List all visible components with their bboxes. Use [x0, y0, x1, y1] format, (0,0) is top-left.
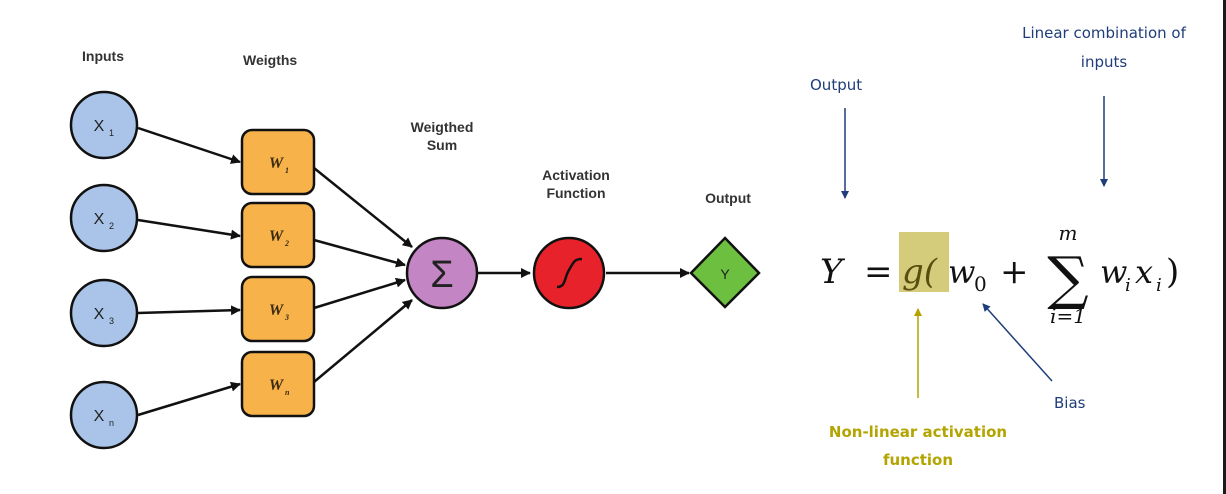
svg-text:3: 3 [109, 316, 114, 326]
formula-plus: + [1000, 252, 1029, 292]
activation-node [532, 236, 606, 310]
edge-x1-w1 [137, 126, 241, 164]
svg-text:X: X [94, 211, 105, 228]
svg-text:X: X [94, 306, 105, 323]
sigmoid-curve-icon [556, 257, 583, 289]
edge-w3-sum [313, 277, 406, 310]
annotation-nonlinear-line1: Non-linear activation [829, 423, 1007, 441]
edge-x2-w2 [137, 218, 241, 240]
svg-text:W: W [269, 228, 285, 245]
formula-equals: = [864, 252, 893, 292]
edge-xn-wn [137, 381, 241, 417]
formula-sigma: ∑ [1047, 244, 1088, 312]
weighted-sum-node: Σ [405, 236, 479, 310]
svg-text:1: 1 [109, 128, 114, 138]
input-node-xn: X n [69, 380, 139, 450]
svg-text:W: W [269, 302, 285, 319]
inputs-label: Inputs [82, 48, 124, 64]
weight-node-wn: W n [240, 350, 316, 418]
input-node-x1: X 1 [69, 90, 139, 160]
weight-node-w3: W 3 [240, 275, 316, 343]
activation-highlight [899, 232, 949, 292]
svg-text:W: W [269, 377, 285, 394]
formula-term-x: x [1135, 253, 1153, 291]
svg-text:n: n [285, 388, 290, 397]
input-node-x3: X 3 [69, 278, 139, 348]
formula-term-w: w [1100, 253, 1127, 291]
annotation-bias: Bias [1054, 394, 1086, 412]
edge-x3-w3 [137, 305, 241, 316]
edge-w1-sum [313, 167, 413, 248]
formula-upper-limit: m [1059, 221, 1078, 245]
weight-node-w2: W 2 [240, 201, 316, 269]
svg-text:X: X [94, 118, 105, 135]
output-label: Output [705, 190, 751, 206]
sigma-icon: Σ [430, 254, 454, 296]
formula-lhs: Y [820, 252, 846, 292]
svg-text:3: 3 [284, 313, 289, 322]
activation-label-line2: Function [546, 185, 605, 201]
formula-lower-limit: i=1 [1050, 304, 1086, 328]
annotation-nonlinear-line2: function [883, 451, 953, 469]
svg-text:X: X [94, 408, 105, 425]
svg-text:Y: Y [720, 266, 730, 282]
formula: Y = g( w 0 + m ∑ i=1 w i x i ) [820, 221, 1179, 328]
edge-w2-sum [313, 238, 406, 268]
formula-w0-sub: 0 [974, 272, 987, 296]
input-node-x2: X 2 [69, 183, 139, 253]
annotation-linear-line2: inputs [1081, 53, 1128, 71]
output-node: Y [689, 236, 761, 309]
svg-text:W: W [269, 155, 285, 172]
edge-wn-sum [313, 299, 413, 383]
formula-w0: w [948, 253, 975, 291]
formula-term-x-sub: i [1156, 275, 1162, 296]
formula-term-w-sub: i [1125, 275, 1131, 296]
svg-text:1: 1 [285, 166, 289, 175]
weighted-sum-label-line2: Sum [427, 137, 457, 153]
svg-text:2: 2 [284, 239, 289, 248]
svg-text:2: 2 [109, 221, 114, 231]
formula-func: g( [902, 252, 938, 292]
annotation-output: Output [810, 76, 862, 94]
weights-label: Weigths [243, 52, 297, 68]
formula-close-paren: ) [1166, 252, 1179, 292]
right-edge-border [1223, 0, 1226, 494]
annotation-bias-arrow [982, 303, 1053, 382]
annotation-linear-line1: Linear combination of [1022, 24, 1186, 42]
svg-text:n: n [109, 418, 114, 428]
activation-label-line1: Activation [542, 167, 610, 183]
weighted-sum-label-line1: Weigthed [411, 119, 474, 135]
weight-node-w1: W 1 [240, 128, 316, 196]
